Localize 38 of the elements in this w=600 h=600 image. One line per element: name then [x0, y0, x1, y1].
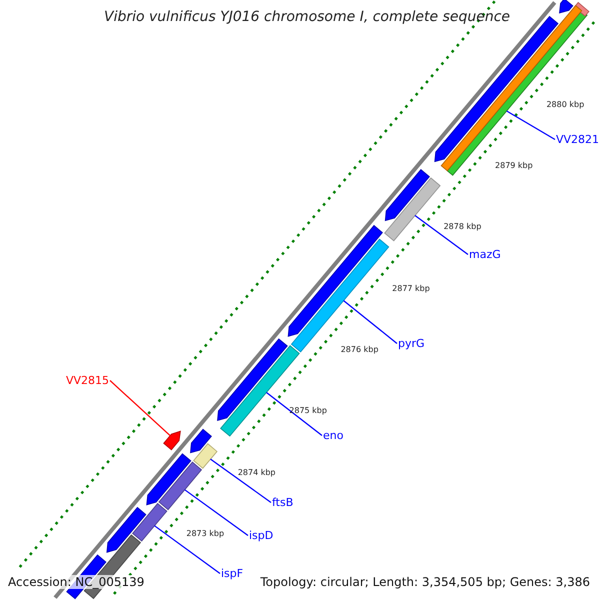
- gene-label: ftsB: [272, 496, 294, 509]
- tick-label: 2878 kbp: [444, 222, 482, 232]
- gene-feature-bar: [132, 502, 168, 542]
- gene-feature-bar: [158, 462, 202, 510]
- gene-feature-bar: [193, 443, 218, 469]
- leader-line: [266, 392, 322, 436]
- map-title: Vibrio vulnificus YJ016 chromosome I, complete sequence: [104, 9, 510, 25]
- gene-label: VV2815: [66, 374, 110, 387]
- gene-feature-bar: [384, 177, 441, 242]
- gene-feature-bar: [190, 428, 212, 454]
- leader-line: [154, 525, 220, 574]
- gene-label: ispF: [221, 567, 244, 580]
- gene-label: VV2821: [556, 133, 600, 146]
- gene-feature-bar: [146, 453, 192, 506]
- leader-line: [343, 300, 398, 344]
- footer-text: Accession: NC_005139: [8, 575, 144, 589]
- leader-line: [210, 458, 272, 503]
- gene-feature-bar: [559, 0, 574, 14]
- footer-text: Topology: circular; Length: 3,354,505 bp; Genes: 3,386: [260, 575, 590, 589]
- tick-label: 2880 kbp: [546, 100, 584, 109]
- gene-feature-bar: [106, 506, 146, 553]
- tick-label: 2879 kbp: [495, 161, 533, 170]
- gene-feature-bar: [384, 169, 430, 222]
- gene-feature-bar: [288, 224, 383, 337]
- gene-label: mazG: [469, 248, 501, 261]
- tick-label: 2877 kbp: [392, 284, 430, 293]
- gene-label: ispD: [249, 529, 274, 542]
- leader-line: [110, 380, 171, 436]
- gene-label: eno: [323, 429, 344, 442]
- gene-feature-bar: [217, 338, 288, 422]
- leader-line: [414, 215, 468, 255]
- gene-feature-bar: [290, 238, 390, 352]
- tick-label: 2875 kbp: [289, 406, 327, 416]
- tick-label: 2873 kbp: [186, 528, 224, 538]
- tick-label: 2874 kbp: [238, 468, 276, 477]
- gene-label: pyrG: [398, 337, 425, 350]
- tick-label: 2876 kbp: [340, 345, 378, 354]
- gene-feature-bar: [163, 430, 181, 450]
